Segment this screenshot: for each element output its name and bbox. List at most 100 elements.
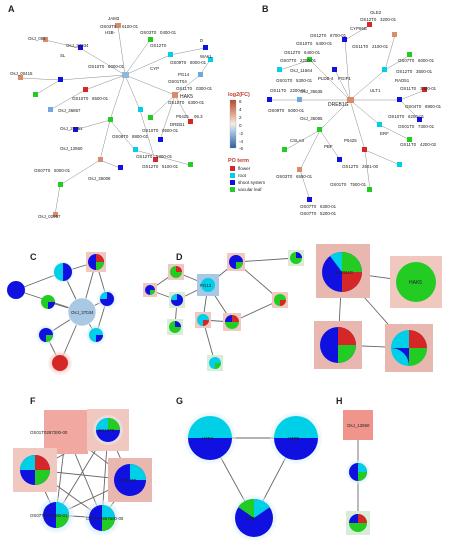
node-label: OS12T0 (284, 50, 301, 55)
node-label: OS12T0 (342, 164, 359, 169)
network-d-nodes (143, 250, 304, 371)
colorbar-tick: -4 (239, 139, 244, 144)
node-label: 6300-01 (188, 100, 205, 105)
node-label: PBF (324, 144, 333, 149)
node-hak5 (396, 262, 436, 302)
node-label: 8700-01 (330, 33, 347, 38)
legend-label-shoot: shoot system (238, 180, 265, 185)
network-g-nodes (184, 412, 322, 541)
node-label: OsJ_02957 (38, 214, 61, 219)
network-b-nodes (267, 22, 427, 202)
hub-node (67, 297, 97, 327)
network-f-nodes (13, 409, 152, 536)
node-label: OS10T0 (98, 428, 115, 433)
node-label: OS07T0947800-01 (30, 513, 68, 518)
node-label: OS10T0 (72, 96, 89, 101)
panel-d: D (143, 250, 304, 371)
colorbar-tick: 0 (239, 123, 242, 128)
node-label: OS10T0 (120, 478, 137, 483)
node-label: OS10T0 (168, 100, 185, 105)
node-label: 6100-01 (122, 24, 139, 29)
node-label: OS09T0967600-00 (86, 516, 124, 521)
network-b-labels: OLE2 OS12T0 3200-01 CYP86B OS12T0 8700-0… (268, 10, 442, 216)
colorbar-tick: -2 (239, 131, 244, 136)
node-label: WAKL (200, 54, 213, 59)
node-label: OS01T0 (398, 124, 415, 129)
legend-swatch-leaf (230, 187, 235, 192)
node-label: OS10T0 (88, 64, 105, 69)
node-label: OS12T0 (142, 164, 159, 169)
node-label: OS12T0 (150, 43, 167, 48)
panel-letter-f: F (30, 396, 36, 406)
panel-letter-a: A (8, 4, 15, 14)
node-label: 8800-01 (132, 134, 149, 139)
network-b-edges (270, 24, 426, 201)
node-label: OS07T0 (34, 168, 51, 173)
node-label: 3400-01 (420, 86, 437, 91)
node-label: 6400-01 (304, 50, 321, 55)
node-label: OS08T0 (112, 134, 129, 139)
panel-letter-c: C (30, 252, 37, 262)
node-label: OS10T0 (388, 114, 405, 119)
node-label: 3200-01 (380, 17, 397, 22)
colorbar-tick: 4 (239, 107, 242, 112)
node-label: OsJ_37034 (66, 43, 89, 48)
node-label: PGIP1 (338, 76, 351, 81)
node-label: 5100-01 (162, 164, 179, 169)
node-label: OS07T0 (398, 58, 415, 63)
colorbar-tick: -6 (239, 146, 244, 151)
panel-letter-h: H (336, 396, 343, 406)
node-label: P0425 (344, 138, 357, 143)
node-label: OS01T0287300-00 (30, 430, 68, 435)
node-label: CYP (150, 66, 159, 71)
node-label: 5300-01 (296, 78, 313, 83)
node-label: D (200, 38, 203, 43)
node-label: 6000-01 (108, 64, 125, 69)
node-label: 5000-01 (288, 108, 305, 113)
node-label: 4200-02 (420, 142, 437, 147)
legend-swatch-flower (230, 166, 235, 171)
node-label: 7500-01 (350, 182, 367, 187)
node-label: OsJ_12860 (347, 423, 370, 428)
node-label: 0400-01 (160, 30, 177, 35)
network-e-nodes (314, 244, 442, 372)
node-label: CYP86B (350, 26, 367, 31)
node-label: OsJ_37034 (71, 310, 94, 315)
node-label: OS11T0 (176, 86, 193, 91)
panel-g: G H2B4 HTB5 H2B2 (176, 396, 322, 541)
node-label: OsJ_00415 (10, 71, 33, 76)
node-label: H2B2 (246, 516, 258, 521)
node-label: OS09T0 (170, 60, 187, 65)
node-label: OS11T0 (400, 142, 417, 147)
node-label: OsJ_35008 (88, 176, 111, 181)
node-label: OS03T0 (100, 24, 117, 29)
network-a-edges (19, 25, 211, 216)
node-label: OS04T0 (405, 104, 422, 109)
node-label: OsJ_11664 (290, 68, 313, 73)
network-a-labels: JAM3 OS03T0 6100-01 H3B- OsJ_055 OS03T0 … (10, 16, 213, 219)
node-label: ULT1 (370, 88, 381, 93)
legend-label-flower: flower (238, 166, 251, 171)
panel-e: E DREB1G HAK5 (314, 244, 442, 372)
node-label: OS01T0 (330, 182, 347, 187)
node-label: OS07T0 (300, 204, 317, 209)
node-label: PG13 (200, 283, 212, 288)
node-label: 5000-01 (54, 168, 71, 173)
panel-b: B (262, 4, 442, 216)
node-label: OS01T0 (276, 78, 293, 83)
network-c-nodes (7, 252, 117, 375)
panel-c: C (7, 252, 117, 375)
node-label: OLE2 (370, 10, 382, 15)
node-label: 2501-00 (362, 164, 379, 169)
node-label: OS07T0 (280, 58, 297, 63)
node-label: 3500-01 (416, 69, 433, 74)
node-label: 06.3 (194, 114, 203, 119)
node-label: DREB1G (335, 270, 354, 275)
node-label: 7300-01 (418, 124, 435, 129)
panel-a: A (8, 4, 213, 219)
node-label: DREB1 (170, 122, 185, 127)
node-label: CSLA3 (290, 138, 304, 143)
node-label: OS12T0 (310, 33, 327, 38)
node-label: OsJ_35085 (300, 116, 323, 121)
node-label: 8000-01 (190, 60, 207, 65)
